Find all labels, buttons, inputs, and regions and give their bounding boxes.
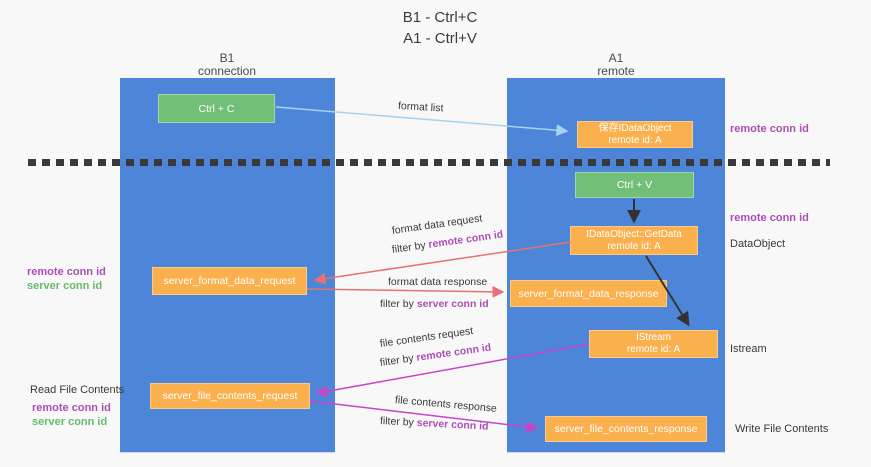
lane-header-b1-sub: connection: [197, 64, 257, 78]
server-file-contents-request-box: server_file_contents_request: [150, 383, 310, 409]
getdata-line2: remote id: A: [607, 240, 661, 252]
lane-header-a1-name: A1: [608, 51, 624, 65]
left-remote-conn-id-1: remote conn id: [27, 266, 106, 278]
diagram-title: B1 - Ctrl+C A1 - Ctrl+V: [340, 7, 540, 49]
label-format-list: format list: [397, 100, 444, 115]
label-format-data-response: format data response: [388, 276, 488, 288]
left-remote-conn-id-2: remote conn id: [32, 402, 111, 414]
remote-conn-id-text: remote conn id: [427, 228, 504, 251]
filter-by-text: filter by: [380, 298, 414, 310]
istream-line1: IStream: [635, 332, 671, 343]
lane-header-a1-sub: remote: [597, 64, 635, 78]
right-istream-label: Istream: [730, 343, 767, 355]
left-server-conn-id-1: server conn id: [27, 280, 103, 292]
lane-header-b1: B1 connection: [167, 52, 287, 78]
lane-header-a1: A1 remote: [556, 52, 676, 78]
istream-box: IStream remote id: A: [589, 330, 718, 358]
idataobject-getdata-box: IDataObject::GetData remote id: A: [570, 226, 698, 255]
label-file-contents-response: file contents response: [394, 394, 498, 415]
title-line-1: B1 - Ctrl+C: [402, 9, 478, 26]
remote-conn-id-text: remote conn id: [415, 341, 492, 364]
server-conn-id-text: server conn id: [416, 416, 489, 433]
ctrl-v-box: Ctrl + V: [575, 172, 694, 198]
lane-header-b1-name: B1: [219, 51, 235, 65]
filter-by-text: filter by: [391, 239, 427, 256]
filter-by-text: filter by: [379, 415, 415, 429]
right-write-file-contents: Write File Contents: [735, 423, 829, 435]
right-remote-conn-id-1: remote conn id: [730, 123, 809, 135]
save-idataobject-line1: 保存IDataObject: [598, 122, 672, 134]
server-conn-id-text: server conn id: [416, 298, 489, 310]
ctrl-c-box: Ctrl + C: [158, 94, 275, 123]
server-format-data-request-box: server_format_data_request: [152, 267, 307, 295]
left-server-conn-id-2: server conn id: [32, 416, 108, 428]
save-idataobject-box: 保存IDataObject remote id: A: [577, 121, 693, 148]
filter-by-text: filter by: [379, 352, 415, 369]
server-format-data-response-box: server_format_data_response: [510, 280, 667, 307]
title-line-2: A1 - Ctrl+V: [403, 30, 477, 47]
left-read-file-contents: Read File Contents: [30, 384, 125, 396]
server-file-contents-response-box: server_file_contents_response: [545, 416, 707, 442]
istream-line2: remote id: A: [626, 344, 681, 355]
save-idataobject-line2: remote id: A: [608, 134, 662, 146]
right-dataobject-label: DataObject: [730, 238, 786, 250]
right-remote-conn-id-2: remote conn id: [730, 212, 809, 224]
getdata-line1: IDataObject::GetData: [586, 228, 682, 240]
arrow-format-data-response: [306, 285, 505, 298]
dashed-separator-line: [28, 159, 830, 166]
